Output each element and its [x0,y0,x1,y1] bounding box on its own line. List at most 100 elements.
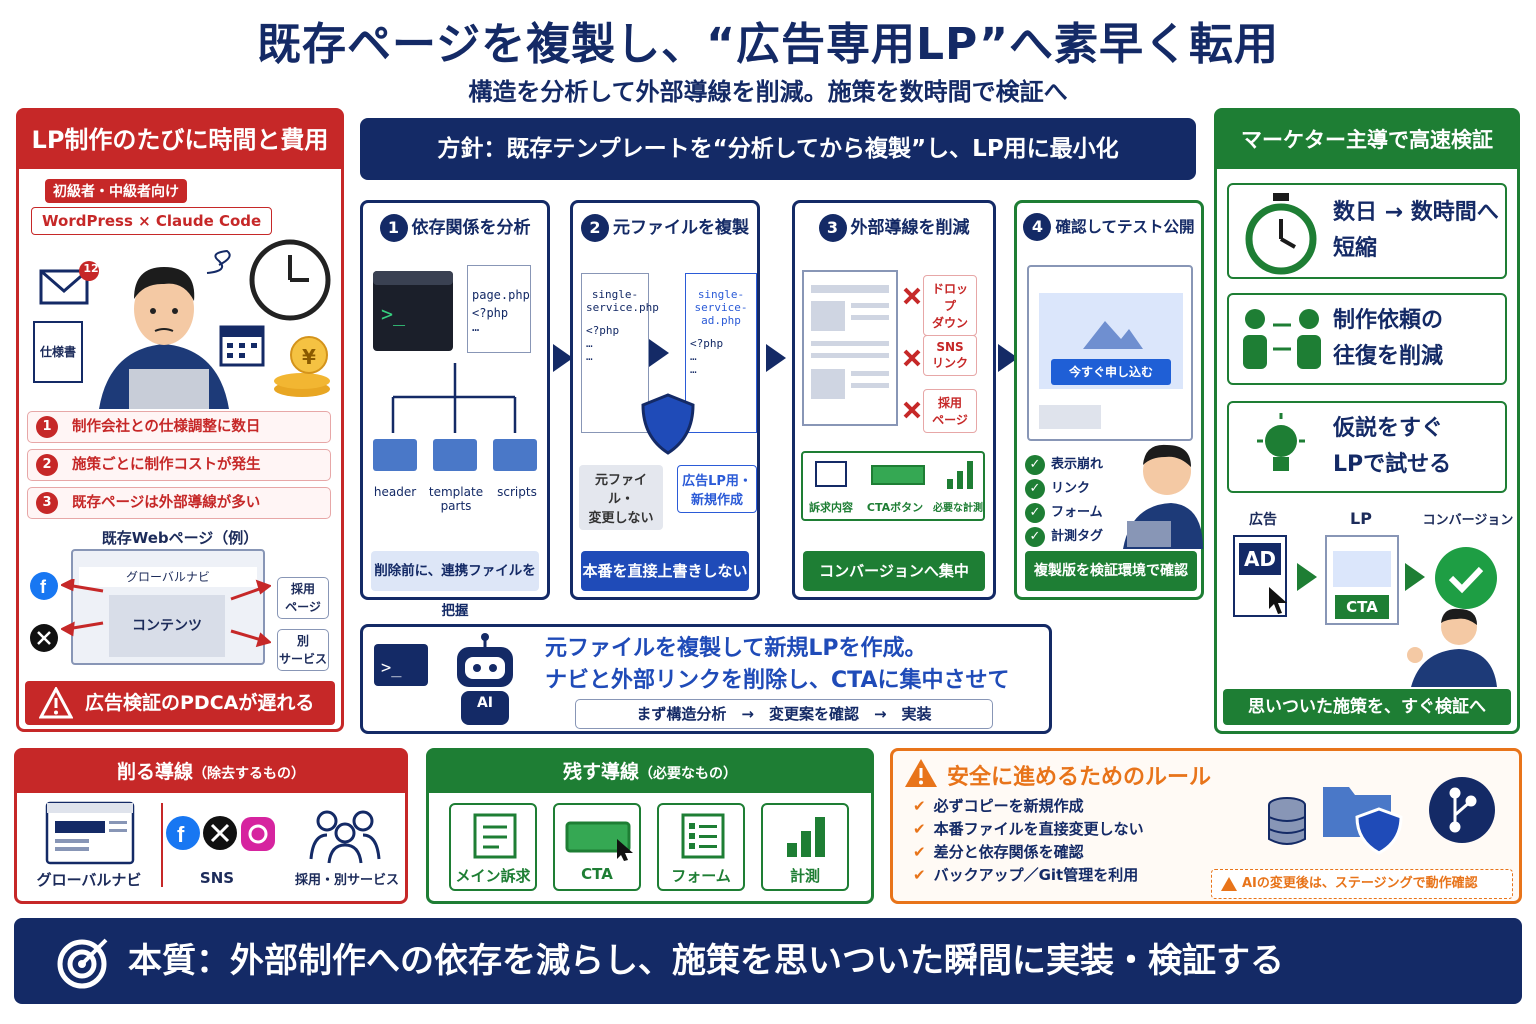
spec-doc-label: 仕様書 [39,345,76,359]
folder-label-scripts: scripts [497,485,537,499]
x-icon [30,624,58,652]
step-3-footer: コンバージョンへ集中 [803,551,985,591]
source-unchanged-chip: 元ファイル・ 変更しない [579,465,663,530]
kept-elements-box: 訴求内容 CTAボタン 必要な計測 [801,451,985,521]
step-arrow-icon [998,344,1018,372]
keep-label: 計測 [789,867,820,885]
remove-box-subtitle: （除去するもの） [193,766,305,782]
benefit-2-line-2: 往復を削減 [1333,344,1444,369]
bar-chart-icon [947,461,973,489]
benefit-1-line-1: 数日 → 数時間へ [1333,200,1499,225]
rule-item: ✔必ずコピーを新規作成 [913,795,1144,818]
check-icon: ✔ [913,866,926,884]
apply-now-button[interactable]: 今すぐ申し込む [1051,359,1171,385]
spec-doc-icon: 仕様書 [33,321,83,383]
warning-icon [905,759,937,787]
remove-box-header: 削る導線（除去するもの） [17,751,405,793]
check-icon: ✓ [1025,455,1045,475]
keep-main-appeal: メイン訴求 [449,803,537,891]
page-subtitle: 構造を分析して外部導線を削減。施策を数時間で検証へ [468,78,1068,106]
remove-box-title: 削る導線 [116,761,193,783]
ai-prompt-line-2: ナビと外部リンクを削除し、CTAに集中させて [545,668,1010,693]
problem-num: 3 [36,492,58,514]
global-nav: グローバルナビ [79,567,257,587]
remove-x-icon [903,287,921,305]
flow-arrow-icon [1297,563,1317,591]
remove-box: 削る導線（除去するもの） グローバルナビ f SNS 採用・別サービス [14,748,408,904]
essence-banner: 本質：外部制作への依存を減らし、施策を思いついた瞬間に実装・検証する [14,918,1522,1004]
check-circle-icon [1435,547,1497,609]
file-name: single- service-ad.php [694,288,748,327]
ai-flow: まず構造分析 → 変更案を確認 → 実装 [575,699,993,729]
lightbulb-icon [1257,413,1305,471]
destination-file: single- service-ad.php <?php … … [685,273,757,433]
ai-prompt-line-1: 元ファイルを複製して新規LPを作成。 [545,636,927,661]
policy-banner: 方針：既存テンプレートを“分析してから複製”し、LP用に最小化 [360,118,1196,180]
image-mountain-icon [1083,321,1143,349]
flow-label-lp: LP [1350,509,1372,528]
exchange-people-icon [1243,309,1321,369]
mail-badge: 12 [83,262,99,275]
other-service-box: 別 サービス [277,629,329,671]
recruit-page-box: 採用 ページ [277,577,329,619]
remove-recruit-other: 採用・別サービス [294,873,399,888]
cursor-icon [1269,587,1287,614]
target-icon [57,938,108,989]
copy-arrow-icon [649,339,669,367]
step-title: 確認してテスト公開 [1055,218,1195,236]
rule-text: 本番ファイルを直接変更しない [933,820,1144,838]
mail-icon [39,261,99,305]
check-icon: ✔ [913,843,926,861]
document-icon [473,813,517,859]
removed-recruit-page: 採用 ページ [923,389,977,433]
check-text: 計測タグ [1051,529,1104,544]
person-laptop-icon [1123,444,1203,549]
svg-text:f: f [40,577,47,597]
calendar-icon [219,325,265,367]
tools-tag: WordPress × Claude Code [31,207,273,235]
benefit-3-line-1: 仮説をすぐ [1333,416,1444,441]
ai-label: AI [476,695,494,711]
placeholder-block [1039,405,1101,429]
check-item: ✓フォーム [1025,501,1103,525]
remove-x-icon [903,401,921,419]
svg-text:>_: >_ [381,302,406,326]
warning-icon [39,687,73,719]
keep-box-header: 残す導線（必要なもの） [429,751,871,793]
step-1-footer: 削除前に、連携ファイルを把握 [371,551,539,619]
worried-person-icon [99,267,229,409]
step-number: 3 [818,214,847,242]
benefit-3-line-2: LPで試せる [1333,452,1452,477]
example-title: 既存Webページ（例） [101,529,259,547]
kept-measurement: 必要な計測 [933,503,983,514]
tree-connector [391,363,517,433]
problem-text: 制作会社との仕様調整に数日 [72,419,261,435]
keep-label: メイン訴求 [455,867,531,885]
check-item: ✓計測タグ [1025,525,1103,549]
scribble-icon [206,249,231,274]
remove-global-nav: グローバルナビ [36,871,142,889]
lp-thumb-image [1333,551,1391,587]
rule-item: ✔バックアップ／Git管理を利用 [913,864,1144,887]
folder-icon [493,439,537,471]
step-number: 1 [379,214,408,242]
page-php-file: page.php<?php … [467,265,531,353]
new-lp-chip: 広告LP用・ 新規作成 [677,465,757,513]
rules-list: ✔必ずコピーを新規作成 ✔本番ファイルを直接変更しない ✔差分と依存関係を確認 … [913,795,1144,887]
check-icon: ✔ [913,820,926,838]
content-doc-icon [815,461,847,487]
rule-item: ✔差分と依存関係を確認 [913,841,1144,864]
rule-item: ✔ 本番ファイルを直接変更しない [913,818,1144,841]
kept-cta: CTAボタン [866,501,924,514]
facebook-icon: f [30,572,58,600]
benefit-card-3: 仮説をすぐ LPで試せる [1227,401,1507,493]
file-code: <?php … … [690,337,724,376]
stopwatch-icon [1245,193,1317,275]
benefit-1-line-2: 短縮 [1333,236,1378,261]
check-item: ✓表示崩れ [1025,453,1103,477]
problem-panel-footer: 広告検証のPDCAが遅れる [25,681,335,725]
